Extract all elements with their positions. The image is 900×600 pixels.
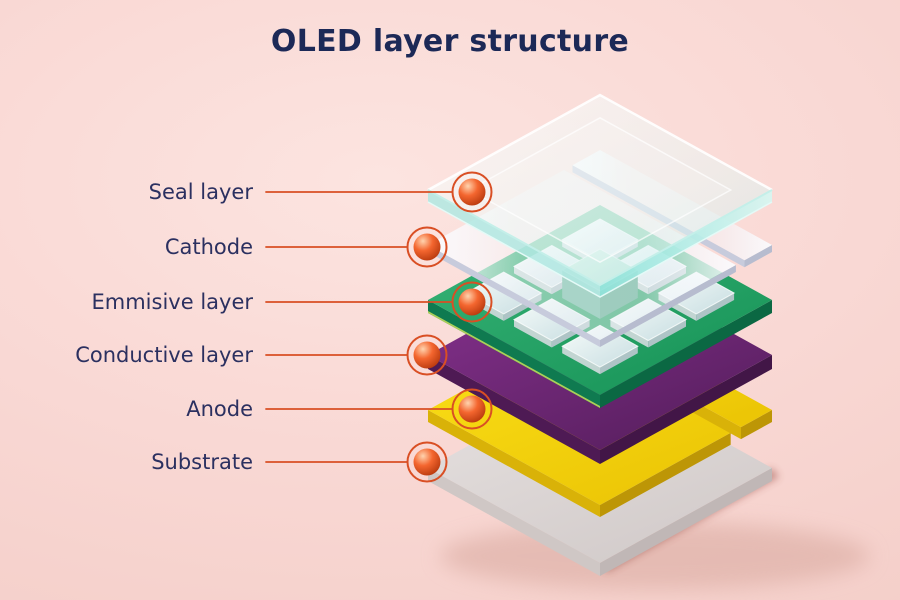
marker-substrate xyxy=(406,441,448,483)
marker-dot xyxy=(458,178,486,206)
marker-ring xyxy=(406,441,448,483)
marker-dot xyxy=(413,448,441,476)
layer-label-cathode: Cathode xyxy=(164,235,253,259)
layer-label-emissive: Emmisive layer xyxy=(91,290,254,314)
callout-markers xyxy=(265,171,493,483)
marker-cathode xyxy=(406,226,448,268)
marker-ring xyxy=(451,171,493,213)
seal-glass-layer xyxy=(427,93,773,298)
layer-label-substrate: Substrate xyxy=(151,450,253,474)
marker-ring xyxy=(406,334,448,376)
marker-ring xyxy=(451,388,493,430)
marker-dot xyxy=(413,341,441,369)
marker-emissive xyxy=(451,281,493,323)
marker-dot xyxy=(458,288,486,316)
layer-label-seal: Seal layer xyxy=(148,180,253,204)
marker-ring xyxy=(451,281,493,323)
marker-dot xyxy=(458,395,486,423)
marker-ring xyxy=(406,226,448,268)
marker-conductive xyxy=(406,334,448,376)
page-title: OLED layer structure xyxy=(270,24,630,59)
layer-label-conductive: Conductive layer xyxy=(75,343,253,367)
marker-dot xyxy=(413,233,441,261)
layer-label-anode: Anode xyxy=(186,397,253,421)
marker-anode xyxy=(451,388,493,430)
marker-seal xyxy=(451,171,493,213)
